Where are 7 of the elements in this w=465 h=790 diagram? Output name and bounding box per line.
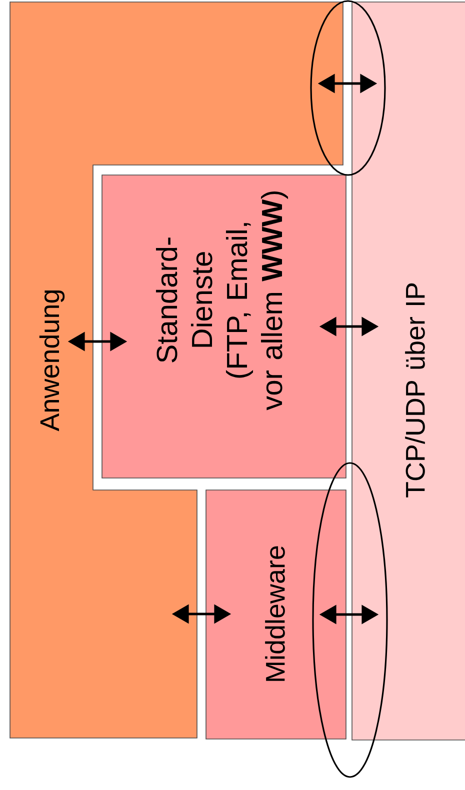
arrow (319, 74, 376, 92)
arrow (173, 604, 230, 623)
arrow (69, 332, 126, 350)
layer-box: Middleware (206, 490, 346, 740)
arrow (320, 316, 378, 336)
layer-box: TCP/UDP über IP (352, 2, 465, 740)
arrow (320, 604, 378, 624)
